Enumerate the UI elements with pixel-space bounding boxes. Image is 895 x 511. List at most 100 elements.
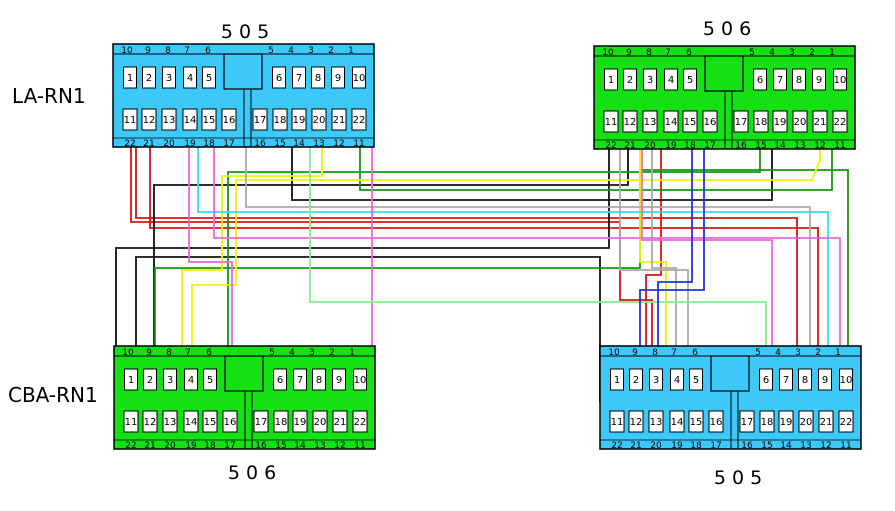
pin-cell: [332, 410, 348, 433]
pin-cell: [629, 368, 643, 391]
pin-label: 22: [354, 417, 367, 428]
connector-code-bottom-left: 5 0 6: [228, 462, 276, 484]
pin-number-top: 3: [789, 48, 795, 58]
pin-label: 22: [353, 115, 366, 126]
pin-cell: [610, 368, 624, 391]
pin-number-bottom: 21: [630, 441, 641, 451]
connector-key: [704, 55, 744, 92]
wire-gray: [651, 138, 677, 400]
side-label-la-rn1: LA-RN1: [12, 84, 86, 108]
pin-number-bottom: 11: [840, 441, 851, 451]
pin-number-top: 2: [329, 348, 335, 358]
pin-label: 22: [834, 117, 847, 128]
pin-number-bottom: 17: [223, 139, 234, 149]
pin-label: 10: [354, 375, 367, 386]
side-label-cba-rn1: CBA-RN1: [8, 383, 98, 407]
pin-label: 8: [802, 375, 808, 386]
pin-number-top: 4: [288, 46, 294, 56]
pin-cell: [162, 410, 178, 433]
pin-number-bottom: 20: [650, 441, 662, 451]
pin-label: 4: [188, 375, 194, 386]
pin-number-top: 2: [809, 48, 815, 58]
pin-cell: [609, 410, 625, 433]
pin-number-bottom: 17: [704, 141, 715, 151]
pin-number-bottom: 11: [354, 441, 365, 451]
pin-number-top: 1: [348, 46, 354, 56]
pin-cell: [623, 68, 637, 91]
pin-cell: [292, 410, 308, 433]
pin-cell: [142, 66, 156, 89]
pin-label: 20: [794, 117, 807, 128]
pin-label: 11: [605, 117, 618, 128]
pin-label: 16: [224, 417, 237, 428]
pin-cell: [798, 410, 814, 433]
pin-cell: [778, 410, 794, 433]
pin-label: 9: [336, 375, 342, 386]
pin-number-top: 7: [671, 348, 677, 358]
pin-number-top: 9: [626, 48, 632, 58]
pin-cell: [182, 108, 198, 131]
pin-cell: [183, 410, 199, 433]
pin-number-bottom: 12: [333, 139, 344, 149]
pin-number-bottom: 11: [353, 139, 364, 149]
pin-cell: [688, 410, 704, 433]
pin-cell: [642, 110, 658, 133]
pin-number-bottom: 15: [761, 441, 772, 451]
pin-cell: [331, 66, 345, 89]
pin-label: 10: [840, 375, 853, 386]
pin-label: 5: [687, 75, 693, 86]
wire-green: [154, 169, 849, 358]
pin-number-top: 7: [184, 46, 190, 56]
pin-label: 3: [653, 375, 659, 386]
pin-cell: [143, 368, 157, 391]
pin-cell: [669, 410, 685, 433]
pin-cell: [184, 368, 198, 391]
connector-code-top-left: 5 0 5: [221, 21, 269, 43]
connector-code-bottom-right: 5 0 5: [714, 467, 762, 489]
pin-label: 10: [353, 73, 366, 84]
pin-cell: [162, 66, 176, 89]
pin-label: 18: [275, 417, 288, 428]
pin-number-bottom: 19: [184, 139, 196, 149]
pin-cell: [161, 108, 177, 131]
pin-label: 4: [668, 75, 674, 86]
pin-number-top: 1: [349, 348, 355, 358]
pin-number-bottom: 20: [164, 441, 176, 451]
pin-number-bottom: 11: [834, 141, 845, 151]
pin-label: 2: [627, 75, 633, 86]
pin-number-top: 7: [185, 348, 191, 358]
pin-label: 6: [757, 75, 763, 86]
pin-label: 14: [184, 115, 197, 126]
pin-label: 15: [690, 417, 703, 428]
pin-label: 5: [206, 73, 212, 84]
pin-number-bottom: 15: [275, 441, 286, 451]
pin-number-bottom: 14: [774, 141, 786, 151]
wire-green: [227, 138, 761, 410]
pin-cell: [798, 368, 812, 391]
pin-label: 9: [816, 75, 822, 86]
pin-number-bottom: 16: [741, 441, 753, 451]
pin-label: 20: [313, 115, 326, 126]
pin-cell: [683, 68, 697, 91]
pin-number-top: 9: [146, 348, 152, 358]
pin-number-top: 5: [749, 48, 755, 58]
pin-cell: [604, 68, 618, 91]
pin-label: 14: [671, 417, 684, 428]
pin-label: 16: [223, 115, 236, 126]
pin-number-top: 8: [652, 348, 658, 358]
pin-label: 9: [335, 73, 341, 84]
pin-label: 20: [800, 417, 813, 428]
pin-label: 14: [665, 117, 678, 128]
pin-label: 21: [334, 417, 347, 428]
pin-cell: [779, 368, 793, 391]
pin-label: 5: [693, 375, 699, 386]
pin-number-bottom: 21: [143, 139, 154, 149]
pin-cell: [293, 368, 307, 391]
pin-label: 8: [315, 73, 321, 84]
pin-label: 21: [333, 115, 346, 126]
pin-label: 19: [780, 417, 793, 428]
pin-number-top: 8: [165, 46, 171, 56]
pin-cell: [272, 66, 286, 89]
pin-label: 18: [755, 117, 768, 128]
